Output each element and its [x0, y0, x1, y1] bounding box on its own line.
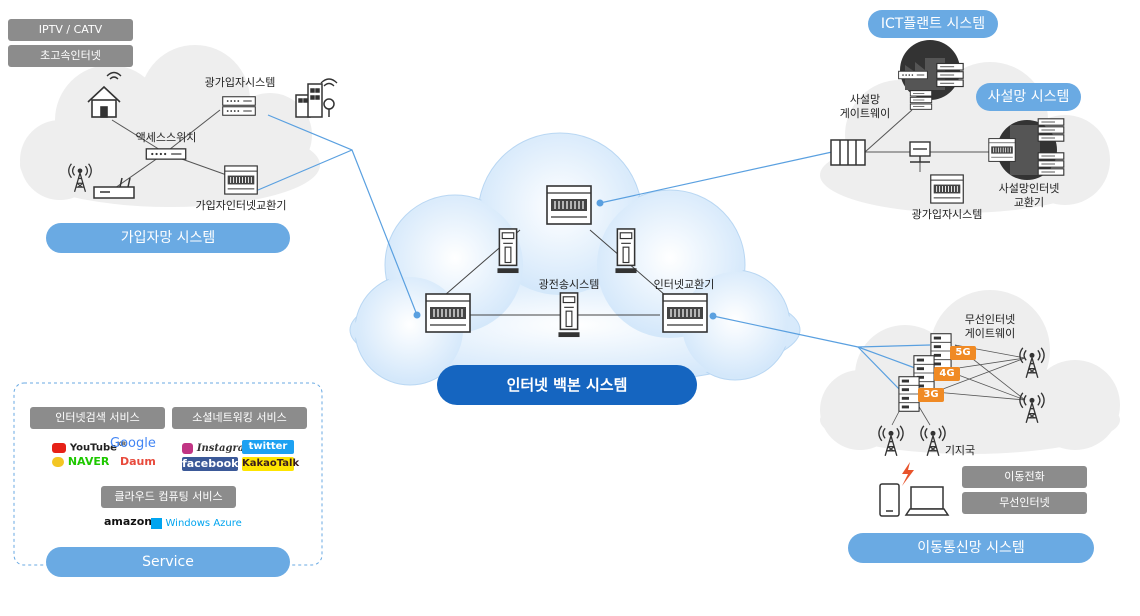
backbone-core-exchange-icon: [546, 185, 592, 225]
link-endpoints: [413, 199, 717, 320]
label-optical-transmission: 광전송시스템: [538, 278, 600, 291]
tag-mobile-phone: 이동전화: [962, 466, 1087, 488]
opt-subscriber-unit1-icon: [222, 96, 256, 106]
ict-unit3-icon: [909, 90, 933, 110]
google-logo: Google: [110, 436, 156, 451]
private-unit1-icon: [1037, 118, 1065, 142]
tag-search-service: 인터넷검색 서비스: [30, 407, 165, 429]
daum-logo: Daum: [120, 455, 156, 468]
ict-unit2-icon: [936, 62, 964, 88]
tag-high-speed-internet: 초고속인터넷: [8, 45, 133, 67]
modem-icon: [93, 177, 135, 199]
private-system-pill: 사설망 시스템: [976, 83, 1081, 111]
label-wireless-gateway-2: 게이트웨이: [964, 327, 1016, 340]
private-opt-subscriber-icon: [930, 174, 964, 204]
opt-subscriber-unit2-icon: [222, 106, 256, 116]
gateway-3g-server-icon: [898, 376, 920, 412]
instagram-logo: Instagram: [182, 441, 255, 456]
naver-logo: NAVER: [52, 455, 109, 469]
facebook-logo: facebook: [182, 457, 239, 471]
building-icon: [295, 78, 338, 118]
home-icon: [87, 71, 122, 118]
lightning-icon: [902, 462, 914, 486]
mobile-phone-icon: [879, 483, 900, 517]
youtube-logo: YouTubeKR: [52, 438, 126, 456]
label-internet-exchange: 인터넷교환기: [653, 278, 715, 291]
private-unit2-icon: [1037, 152, 1065, 176]
amazon-logo: amazon: [104, 515, 153, 528]
label-private-gateway-1: 사설망: [849, 93, 881, 106]
mobile-system-pill: 이동통신망 시스템: [848, 533, 1094, 563]
network-hub-icon: [909, 141, 931, 163]
access-switch-icon: [145, 148, 187, 160]
label-subscriber-exchange: 가입자인터넷교환기: [195, 199, 287, 212]
laptop-icon: [904, 486, 950, 516]
tag-cloud-service: 클라우드 컴퓨팅 서비스: [101, 486, 236, 508]
service-pill: Service: [46, 547, 290, 577]
private-exchange-icon: [988, 138, 1016, 162]
badge-5g: 5G: [950, 346, 976, 360]
kakaotalk-logo: KakaoTalk: [242, 457, 300, 471]
twitter-logo: twitter: [242, 440, 294, 454]
ict-unit1-icon: [898, 70, 928, 80]
label-base-station: 기지국: [944, 444, 976, 457]
tag-social-service: 소셜네트워킹 서비스: [172, 407, 307, 429]
label-opt-subscriber-system: 광가입자시스템: [204, 76, 276, 89]
private-gateway-icon: [830, 139, 866, 166]
label-access-switch: 액세스스위치: [135, 131, 197, 144]
label-private-exchange-2: 교환기: [1013, 196, 1045, 209]
tag-wireless-internet: 무선인터넷: [962, 492, 1087, 514]
windows-azure-logo: Windows Azure: [151, 516, 242, 531]
ict-plant-pill: ICT플랜트 시스템: [868, 10, 998, 38]
label-private-exchange-1: 사설망인터넷: [998, 182, 1060, 195]
label-wireless-gateway-1: 무선인터넷: [964, 313, 1016, 326]
external-links: [257, 114, 931, 391]
label-private-gateway-2: 게이트웨이: [839, 107, 891, 120]
label-private-opt-subscriber: 광가입자시스템: [911, 208, 983, 221]
tag-iptv-catv: IPTV / CATV: [8, 19, 133, 41]
subscriber-system-pill: 가입자망 시스템: [46, 223, 290, 253]
backbone-left-exchange-icon: [425, 293, 471, 333]
badge-4g: 4G: [934, 367, 960, 381]
badge-3g: 3G: [918, 388, 944, 402]
internet-exchange-icon: [662, 293, 708, 333]
backbone-system-pill: 인터넷 백본 시스템: [437, 365, 697, 405]
subscriber-exchange-icon: [224, 165, 258, 195]
